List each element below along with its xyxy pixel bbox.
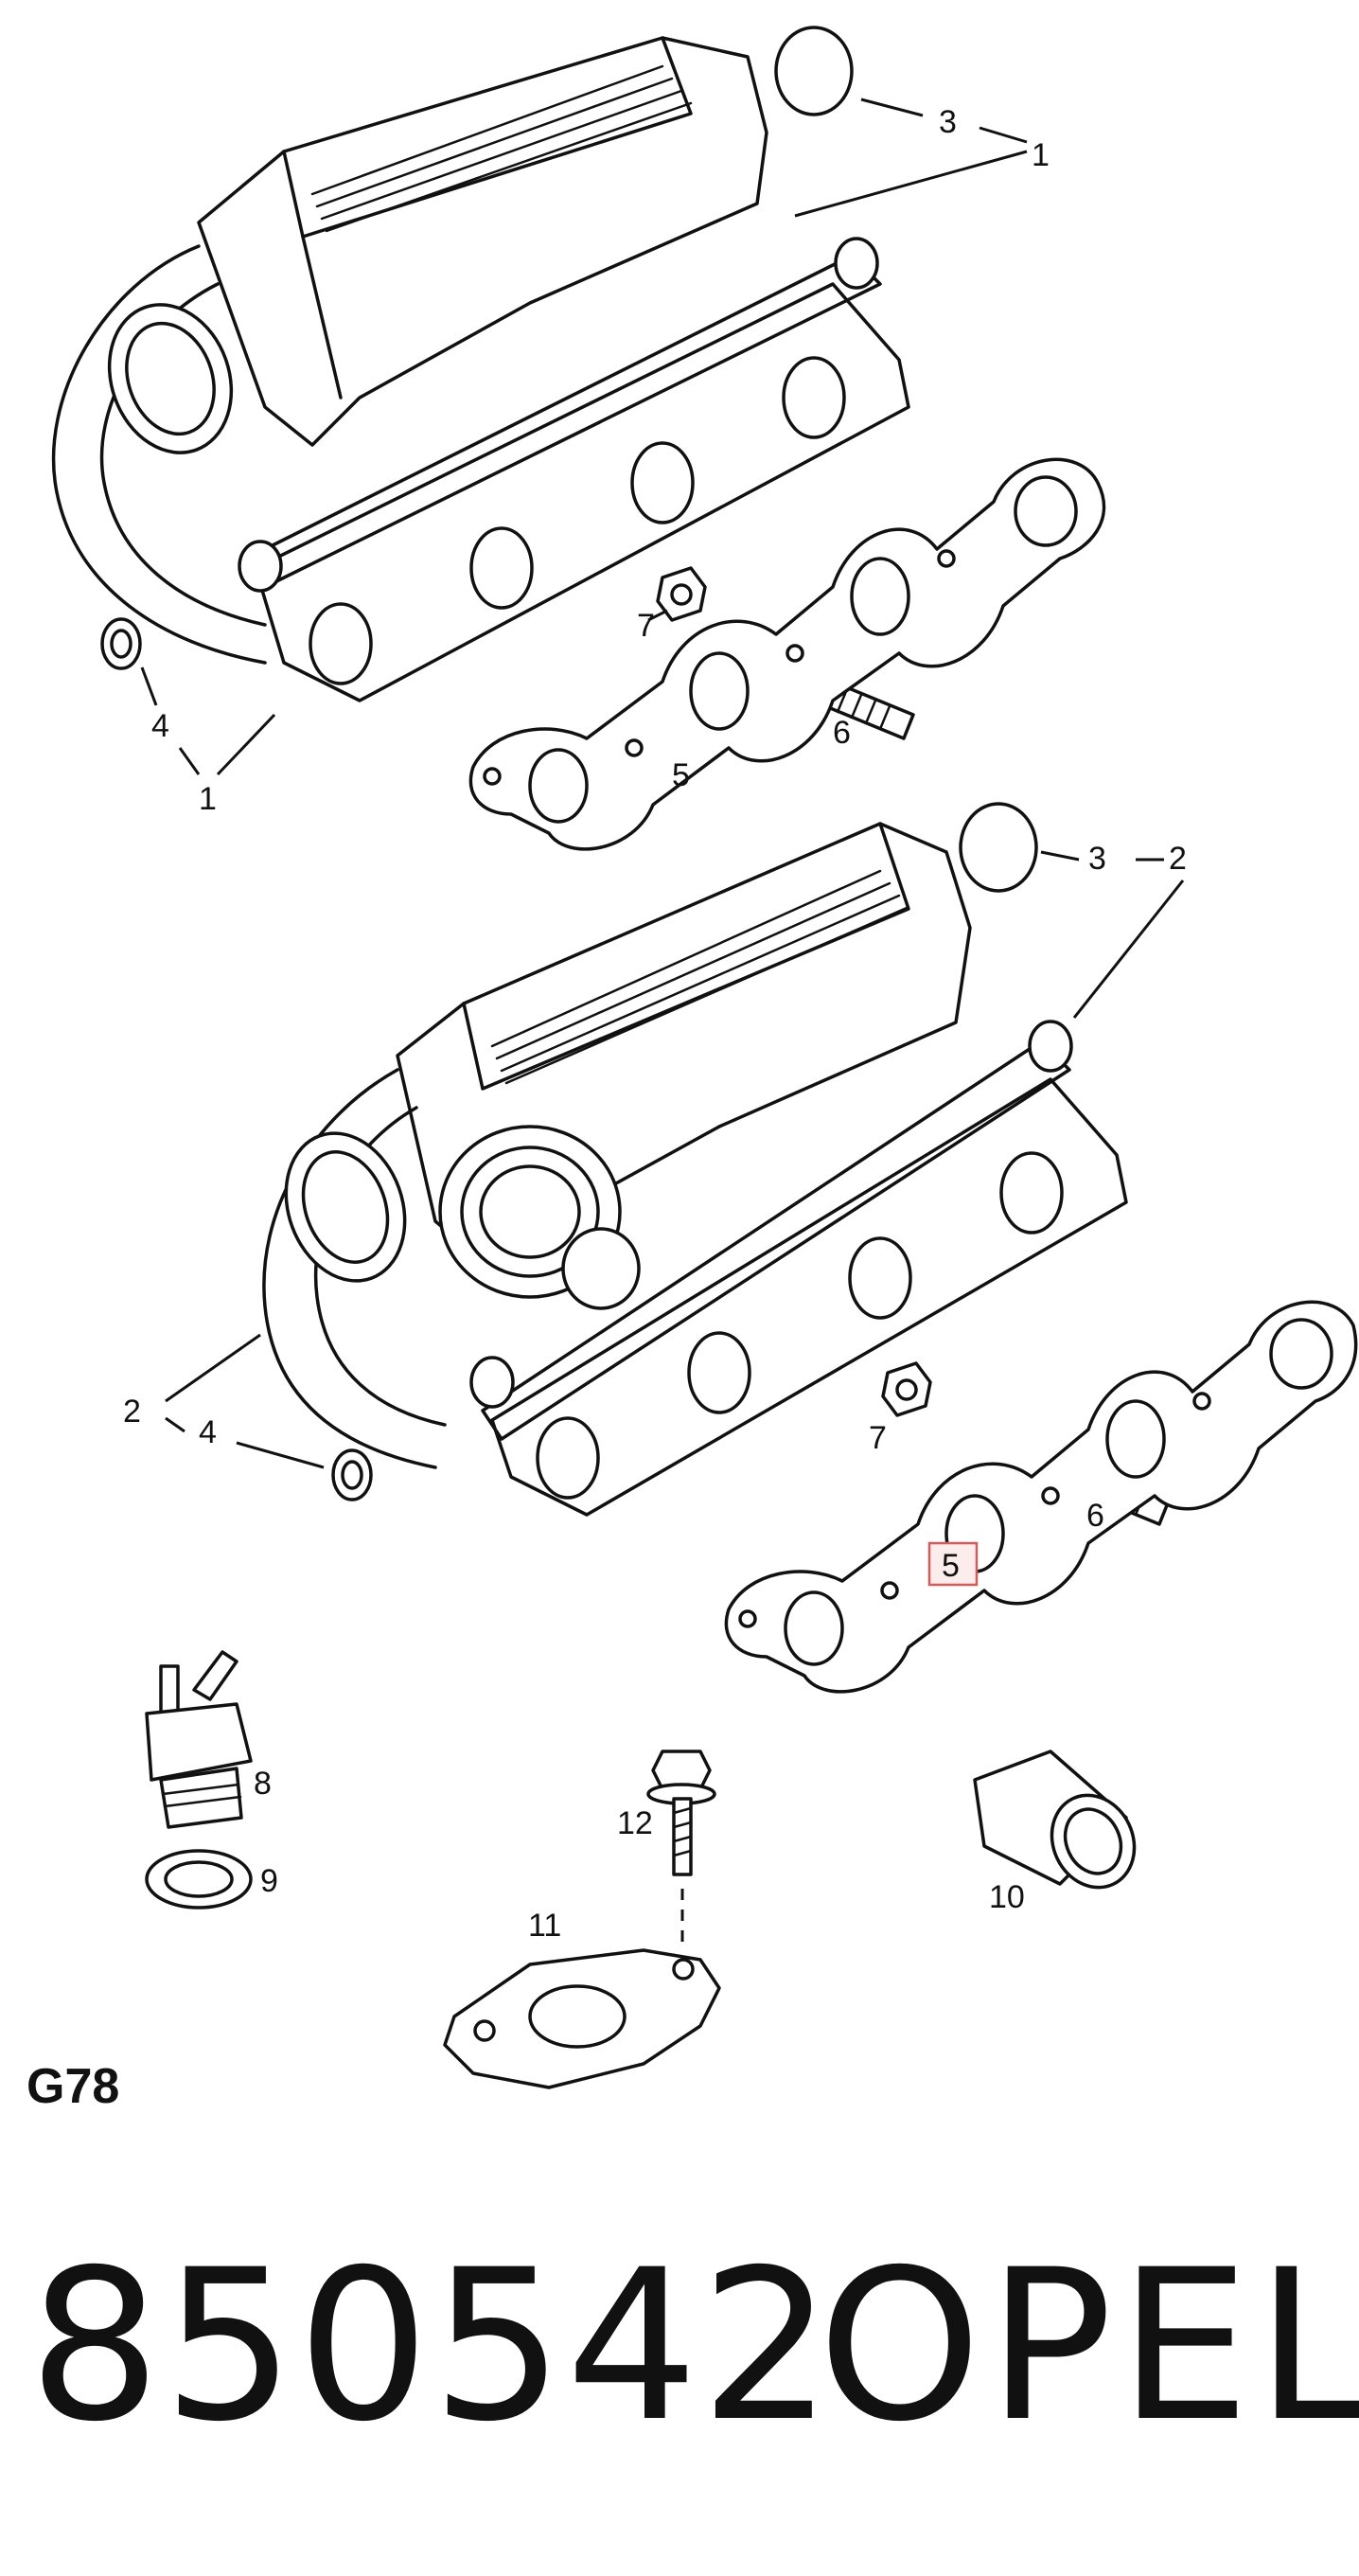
part-number: 850542 (28, 2225, 835, 2467)
callout-9: 9 (260, 1863, 278, 1899)
intake-manifold-middle[interactable] (262, 822, 1128, 1517)
callout-5-top: 5 (672, 757, 690, 793)
sleeve-10[interactable] (973, 1750, 1149, 1901)
callout-7-middle: 7 (869, 1420, 887, 1456)
gasket-11[interactable] (443, 1948, 721, 2089)
callout-5-middle: 5 (942, 1548, 960, 1584)
gasket-5-middle[interactable] (724, 1300, 1358, 1694)
seal-ring-4-top[interactable] (100, 617, 142, 670)
brand-name: OPEL (818, 2225, 1359, 2467)
seal-ring-4-middle[interactable] (331, 1448, 373, 1501)
callout-6-top: 6 (833, 715, 851, 751)
plug-cap-3-middle[interactable] (959, 802, 1038, 893)
callout-4-middle: 4 (199, 1414, 217, 1450)
highlighted-callout-box (927, 1541, 979, 1587)
callout-4-top: 4 (151, 708, 169, 744)
washer-9[interactable] (145, 1849, 253, 1910)
callout-12: 12 (617, 1805, 653, 1841)
callout-1-top: 1 (1032, 137, 1050, 173)
callout-7-top: 7 (637, 608, 655, 644)
bolt-12[interactable] (646, 1750, 716, 1950)
temperature-sensor-8[interactable] (145, 1650, 253, 1829)
callout-10: 10 (989, 1879, 1025, 1915)
callout-2-middle: 2 (1169, 841, 1187, 877)
gasket-5-top[interactable] (468, 457, 1106, 851)
nut-7-middle[interactable] (881, 1361, 932, 1417)
callout-6-middle: 6 (1086, 1498, 1104, 1534)
section-code: G78 (26, 2059, 120, 2114)
callout-11: 11 (528, 1908, 561, 1944)
intake-manifold-top[interactable] (51, 36, 910, 702)
callout-8: 8 (254, 1766, 272, 1802)
plug-cap-3-top[interactable] (774, 26, 854, 116)
nut-7-top[interactable] (656, 566, 707, 622)
callout-1-left: 1 (199, 781, 217, 817)
callout-2-left: 2 (123, 1394, 141, 1430)
callout-3-middle: 3 (1088, 841, 1106, 877)
callout-3-top: 3 (939, 104, 957, 140)
